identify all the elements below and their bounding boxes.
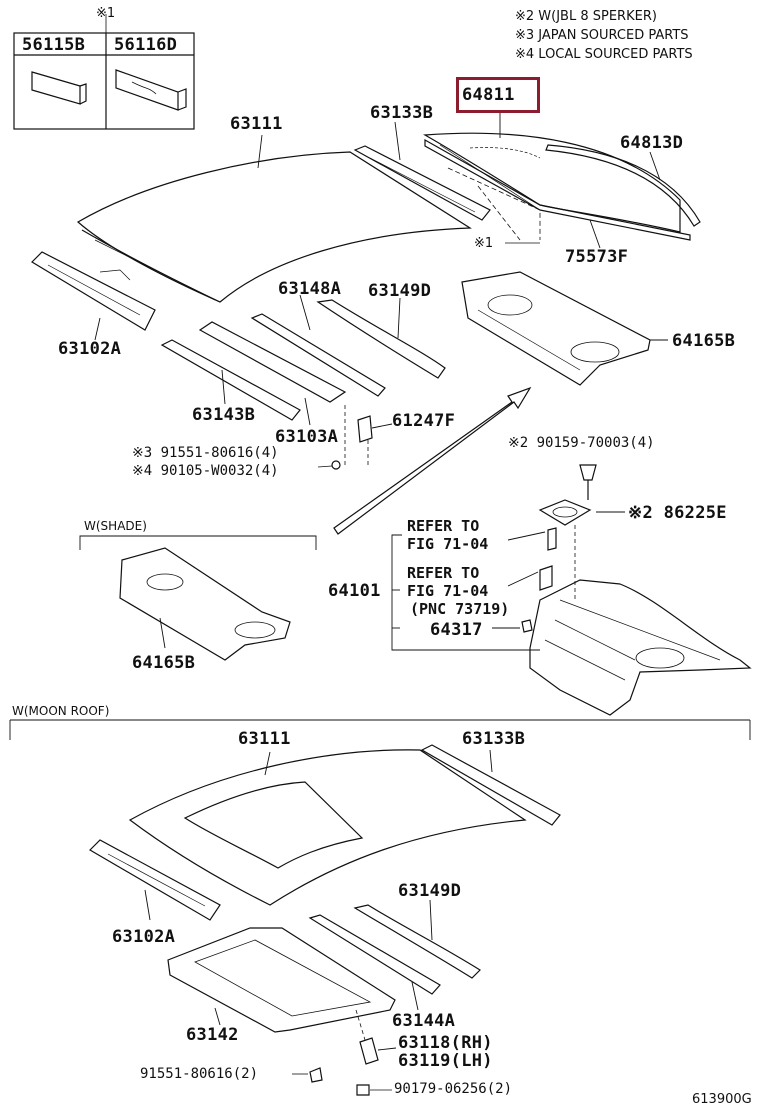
callout-64165b-shade[interactable]: 64165B [132, 653, 196, 673]
callout-61247f[interactable]: 61247F [392, 411, 456, 431]
legend-note-3: ※4 LOCAL SOURCED PARTS [515, 47, 693, 62]
callout-63111-moon[interactable]: 63111 [238, 729, 291, 749]
refer-note-2-line3: (PNC 73719) [410, 600, 510, 618]
panel-56115b-icon [31, 71, 87, 105]
front-header-moon-63102a [89, 839, 221, 921]
callout-64165b-top[interactable]: 64165B [672, 331, 736, 351]
bow-63149d [316, 299, 446, 379]
callout-91551-moon[interactable]: 91551-80616(2) [140, 1066, 259, 1082]
sunroof-frame-63142 [167, 927, 396, 1033]
callout-63102a-top[interactable]: 63102A [58, 339, 122, 359]
callout-63144a[interactable]: 63144A [392, 1011, 456, 1031]
refer-note-1-line2[interactable]: FIG 71-04 [407, 535, 489, 553]
callout-63149d-top[interactable]: 63149D [368, 281, 432, 301]
callout-64813d[interactable]: 64813D [620, 133, 684, 153]
front-header-63102a [31, 251, 156, 341]
callout-63143b[interactable]: 63143B [192, 405, 256, 425]
roof-panel-63111 [76, 134, 472, 303]
rear-panel-64101 [529, 579, 752, 716]
callout-63103a[interactable]: 63103A [275, 427, 339, 447]
callout-63149d-moon[interactable]: 63149D [398, 881, 462, 901]
bow-moon-63149d [353, 899, 481, 979]
rail-63133b-moon [420, 744, 561, 826]
section-label-shade: W(SHADE) [84, 519, 147, 533]
roof-bows [160, 294, 446, 426]
callout-90105[interactable]: ※4 90105-W0032(4) [132, 463, 279, 479]
callout-90159[interactable]: ※2 90159-70003(4) [508, 435, 655, 451]
assembly-arrow [333, 386, 532, 535]
bracket-63118-63119 [292, 1009, 397, 1096]
bow-moon-63144a [308, 914, 441, 1011]
figure-id: 613900G [692, 1092, 752, 1107]
bow-63143b [160, 339, 301, 421]
callout-63148a[interactable]: 63148A [278, 279, 342, 299]
group-64101-bracket [391, 527, 557, 651]
callout-63142[interactable]: 63142 [186, 1025, 239, 1045]
part-table [13, 14, 195, 130]
bow-63103a [198, 321, 347, 403]
panel-56116d-icon [115, 69, 187, 111]
callout-63102a-moon[interactable]: 63102A [112, 927, 176, 947]
callout-63133b-moon[interactable]: 63133B [462, 729, 526, 749]
rail-63133b-top [353, 121, 491, 221]
speaker-bracket-86225e [538, 464, 625, 600]
callout-kome1-top: ※1 [474, 236, 494, 251]
legend-note-1: ※2 W(JBL 8 SPERKER) [515, 9, 657, 24]
back-window-glass-64811 [422, 132, 681, 233]
callout-90179[interactable]: 90179-06256(2) [394, 1081, 513, 1097]
callout-63119[interactable]: 63119(LH) [398, 1051, 493, 1071]
bracket-61247f [317, 405, 393, 470]
bow-63148a [250, 313, 386, 397]
highlight-64811 [456, 77, 540, 113]
legend-note-2: ※3 JAPAN SOURCED PARTS [515, 28, 689, 43]
refer-note-2-line1: REFER TO [407, 564, 480, 582]
table-cell-56115b[interactable]: 56115B [22, 35, 86, 55]
roof-panel-moon-63111 [128, 749, 527, 906]
callout-91551[interactable]: ※3 91551-80616(4) [132, 445, 279, 461]
shade-section [79, 535, 317, 661]
callout-75573f[interactable]: 75573F [565, 247, 629, 267]
callout-63133b-top[interactable]: 63133B [370, 103, 434, 123]
section-label-moon-roof: W(MOON ROOF) [12, 704, 110, 718]
moulding-75573f [424, 138, 691, 249]
callout-86225e[interactable]: ※2 86225E [628, 503, 727, 523]
refer-note-1-line1: REFER TO [407, 517, 480, 535]
callout-64101[interactable]: 64101 [328, 581, 381, 601]
callout-63111-top[interactable]: 63111 [230, 114, 283, 134]
legend-kome1: ※1 [96, 6, 116, 21]
package-tray-64165b [461, 271, 668, 386]
refer-note-2-line2[interactable]: FIG 71-04 [407, 582, 489, 600]
moulding-64813d [545, 144, 701, 227]
callout-64811[interactable]: 64811 [462, 85, 515, 105]
callout-63118[interactable]: 63118(RH) [398, 1033, 493, 1053]
callout-64317[interactable]: 64317 [430, 620, 483, 640]
table-cell-56116d[interactable]: 56116D [114, 35, 178, 55]
